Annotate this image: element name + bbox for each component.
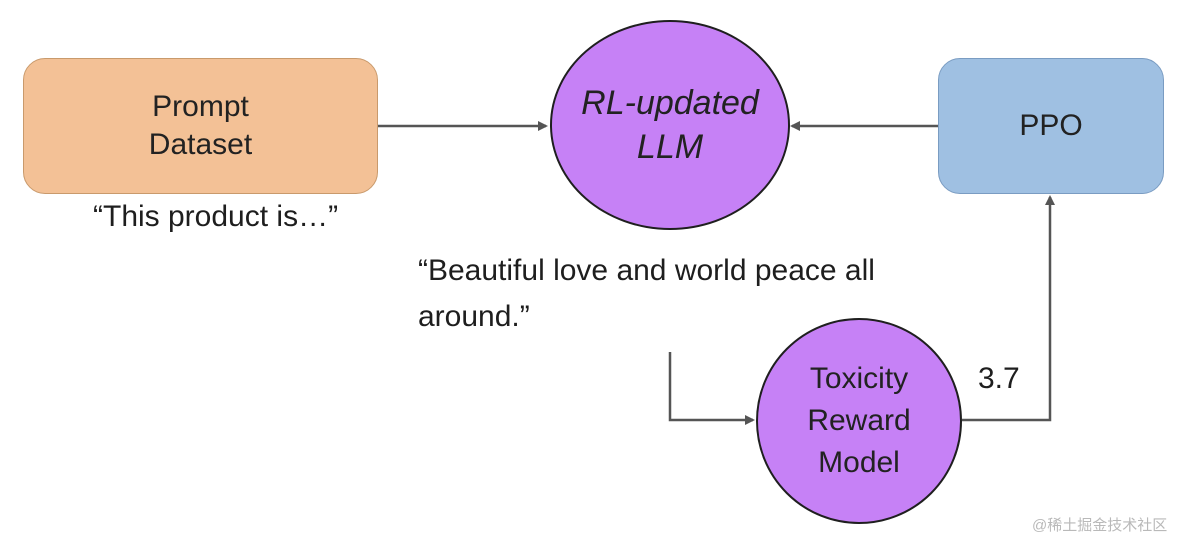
arrow-reward-to-ppo [962, 195, 1055, 422]
prompt-dataset-box: Prompt Dataset [23, 58, 378, 194]
reward-value-label: 3.7 [978, 362, 1020, 395]
completion-line-2: around.” [418, 300, 530, 333]
ppo-box: PPO [938, 58, 1164, 194]
reward-model-label-line2: Reward [807, 404, 911, 437]
watermark: @稀土掘金技术社区 [1032, 517, 1168, 534]
reward-model-label-line1: Toxicity [809, 362, 909, 395]
llm-label-line2: LLM [636, 128, 704, 166]
ppo-label: PPO [1019, 109, 1083, 142]
arrow-completion-to-reward [668, 352, 755, 425]
llm-label-line1: RL-updated [581, 84, 759, 122]
prompt-dataset-label-line2: Dataset [148, 128, 253, 161]
completion-line-1: “Beautiful love and world peace all [418, 254, 875, 287]
prompt-text-caption: “This product is…” [93, 200, 339, 233]
toxicity-reward-model-circle: Toxicity Reward Model [756, 318, 962, 524]
completion-text-caption: “Beautiful love and world peace all arou… [418, 248, 875, 340]
prompt-dataset-label-line1: Prompt [152, 90, 249, 123]
rl-updated-llm-circle: RL-updated LLM [550, 20, 790, 230]
reward-model-label-line3: Model [818, 446, 900, 479]
